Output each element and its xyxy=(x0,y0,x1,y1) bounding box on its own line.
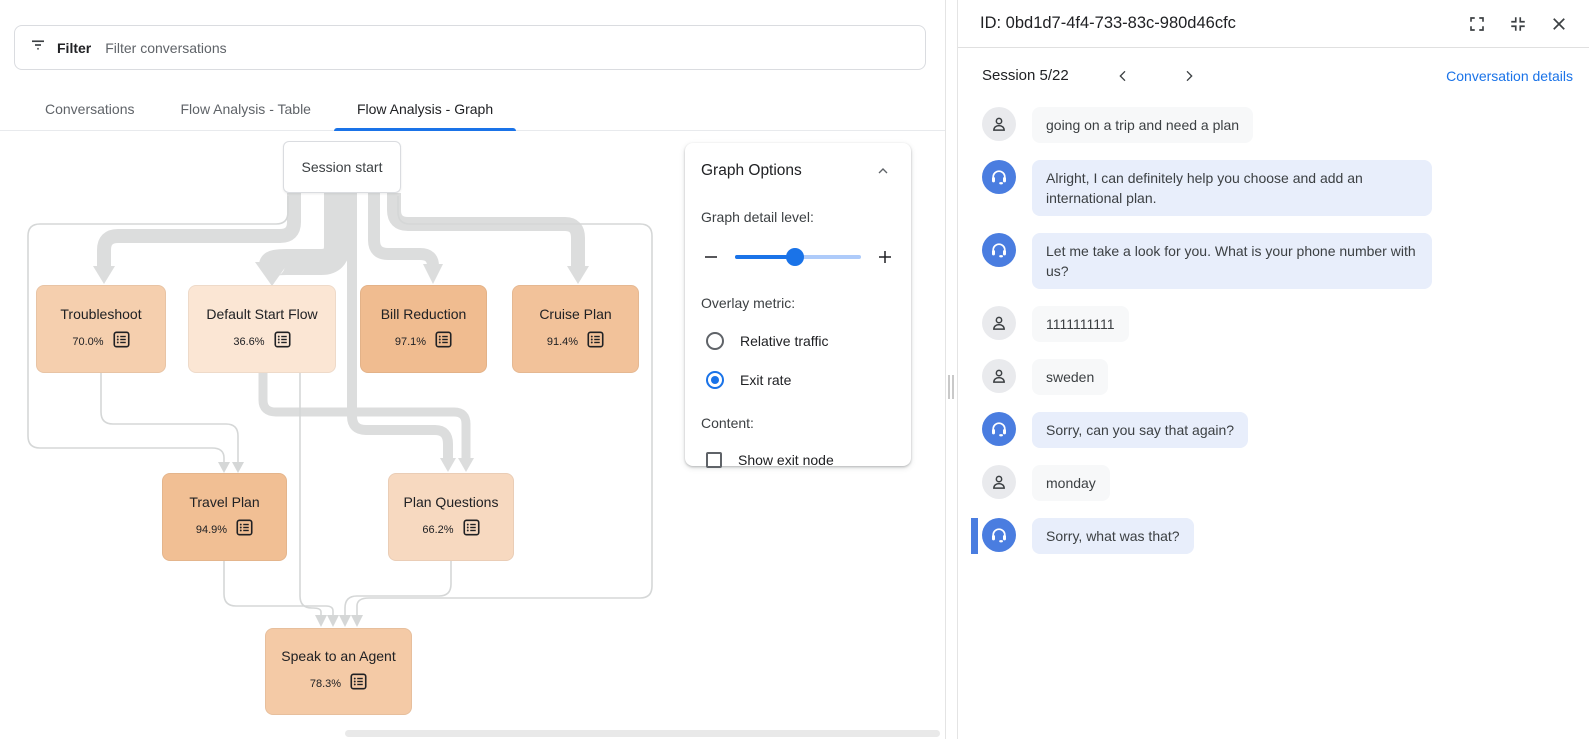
message-bubble[interactable]: monday xyxy=(1032,465,1110,501)
overlay-metric-label: Overlay metric: xyxy=(701,295,796,311)
chat-message: monday xyxy=(982,465,1573,501)
filter-input-placeholder[interactable]: Filter conversations xyxy=(105,39,227,56)
flow-graph-canvas[interactable]: Session start Troubleshoot 70.0% Default… xyxy=(0,131,945,739)
conversation-details-link[interactable]: Conversation details xyxy=(1446,67,1573,84)
slider-thumb[interactable] xyxy=(786,248,805,266)
node-exit-rate: 78.3% xyxy=(309,678,342,690)
flow-graph-edges xyxy=(27,193,653,627)
message-bubble[interactable]: Let me take a look for you. What is your… xyxy=(1032,233,1432,289)
node-label: Bill Reduction xyxy=(380,305,467,322)
chat-message: sweden xyxy=(982,359,1573,395)
chat-message: 1111111111 xyxy=(982,306,1573,342)
detail-panel-header: ID: 0bd1d7-4f4-733-83c-980d46cfc xyxy=(958,0,1589,48)
node-label: Travel Plan xyxy=(189,493,260,510)
user-avatar xyxy=(982,306,1016,340)
node-exit-rate: 36.6% xyxy=(233,335,265,348)
filter-icon xyxy=(29,36,47,59)
horizontal-scrollbar[interactable] xyxy=(345,730,940,737)
chat-message: Sorry, what was that? xyxy=(971,518,1573,554)
message-bubble[interactable]: going on a trip and need a plan xyxy=(1032,107,1254,143)
node-travel-plan[interactable]: Travel Plan 94.9% xyxy=(162,473,287,561)
fullscreen-icon[interactable] xyxy=(1465,12,1489,36)
node-exit-rate: 94.9% xyxy=(195,523,228,536)
agent-avatar xyxy=(982,160,1016,194)
node-exit-rate: 91.4% xyxy=(546,335,579,348)
session-nav-row: Session 5/22 Conversation details xyxy=(958,48,1589,103)
filter-bar[interactable]: Filter Filter conversations xyxy=(14,25,926,70)
chat-message: Alright, I can definitely help you choos… xyxy=(982,160,1573,216)
node-exit-rate: 66.2% xyxy=(422,523,454,536)
tab-flow-analysis-table[interactable]: Flow Analysis - Table xyxy=(180,101,311,117)
message-bubble[interactable]: Sorry, can you say that again? xyxy=(1032,412,1249,448)
radio-relative-traffic[interactable]: Relative traffic xyxy=(706,332,895,350)
user-avatar xyxy=(982,107,1016,141)
agent-avatar xyxy=(982,518,1016,552)
radio-unselected-icon[interactable] xyxy=(706,332,724,350)
conversation-detail-panel: ID: 0bd1d7-4f4-733-83c-980d46cfc Session… xyxy=(957,0,1589,739)
chat-message: Let me take a look for you. What is your… xyxy=(982,233,1573,289)
node-label: Default Start Flow xyxy=(206,305,318,322)
flow-analysis-panel: Filter Filter conversations Conversation… xyxy=(0,0,946,739)
list-alt-icon[interactable] xyxy=(274,330,291,353)
session-counter: Session 5/22 xyxy=(982,67,1069,84)
slider-increase-plus-icon[interactable] xyxy=(875,245,895,269)
close-icon[interactable] xyxy=(1547,12,1571,36)
node-default-start-flow[interactable]: Default Start Flow 36.6% xyxy=(188,285,336,373)
node-plan-questions[interactable]: Plan Questions 66.2% xyxy=(388,473,514,561)
user-avatar xyxy=(982,359,1016,393)
collapse-panel-chevron-up-icon[interactable] xyxy=(871,159,895,183)
panel-resize-handle[interactable] xyxy=(948,375,956,399)
slider-track[interactable] xyxy=(735,248,861,266)
message-bubble[interactable]: Sorry, what was that? xyxy=(1032,518,1194,554)
node-troubleshoot[interactable]: Troubleshoot 70.0% xyxy=(36,285,166,373)
graph-options-panel: Graph Options Graph detail level: Overla… xyxy=(685,143,911,468)
message-bubble[interactable]: sweden xyxy=(1032,359,1109,395)
conversation-id-title: ID: 0bd1d7-4f4-733-83c-980d46cfc xyxy=(980,14,1236,32)
previous-session-chevron-left-icon[interactable] xyxy=(1111,64,1135,88)
node-cruise-plan[interactable]: Cruise Plan 91.4% xyxy=(512,285,639,373)
list-alt-icon[interactable] xyxy=(350,673,367,695)
list-alt-icon[interactable] xyxy=(587,330,604,353)
slider-decrease-minus-icon[interactable] xyxy=(701,245,721,269)
node-bill-reduction[interactable]: Bill Reduction 97.1% xyxy=(360,285,487,373)
radio-exit-rate[interactable]: Exit rate xyxy=(706,371,895,389)
message-bubble[interactable]: 1111111111 xyxy=(1032,306,1129,342)
user-avatar xyxy=(982,465,1016,499)
filter-label: Filter xyxy=(57,39,92,56)
content-label: Content: xyxy=(701,415,754,431)
node-speak-to-an-agent[interactable]: Speak to an Agent 78.3% xyxy=(265,628,412,715)
graph-detail-slider xyxy=(701,245,895,269)
message-bubble[interactable]: Alright, I can definitely help you choos… xyxy=(1032,160,1432,216)
node-label: Plan Questions xyxy=(403,493,499,510)
checkbox-show-exit-node[interactable]: Show exit node xyxy=(706,452,895,468)
tab-conversations[interactable]: Conversations xyxy=(45,101,135,117)
chat-message: going on a trip and need a plan xyxy=(982,107,1573,143)
list-alt-icon[interactable] xyxy=(113,330,130,353)
node-label: Cruise Plan xyxy=(539,305,612,322)
checkbox-label: Show exit node xyxy=(738,452,834,468)
chat-message: Sorry, can you say that again? xyxy=(982,412,1573,448)
node-session-start[interactable]: Session start xyxy=(283,141,401,193)
graph-options-title: Graph Options xyxy=(701,162,802,179)
list-alt-icon[interactable] xyxy=(236,518,253,541)
graph-detail-level-label: Graph detail level: xyxy=(701,209,814,225)
message-list: going on a trip and need a plan Alright,… xyxy=(958,103,1589,554)
node-exit-rate: 70.0% xyxy=(72,335,104,348)
node-label: Troubleshoot xyxy=(60,305,142,322)
fullscreen-exit-icon[interactable] xyxy=(1506,12,1530,36)
radio-selected-icon[interactable] xyxy=(706,371,724,389)
node-exit-rate: 97.1% xyxy=(394,335,427,348)
node-label: Speak to an Agent xyxy=(281,648,396,664)
checkbox-unchecked-icon[interactable] xyxy=(706,452,722,468)
radio-label: Exit rate xyxy=(740,372,792,388)
next-session-chevron-right-icon[interactable] xyxy=(1177,64,1201,88)
tab-bar: Conversations Flow Analysis - Table Flow… xyxy=(0,88,945,131)
list-alt-icon[interactable] xyxy=(435,330,452,353)
tab-flow-analysis-graph[interactable]: Flow Analysis - Graph xyxy=(333,88,517,131)
list-alt-icon[interactable] xyxy=(463,518,480,541)
agent-avatar xyxy=(982,412,1016,446)
agent-avatar xyxy=(982,233,1016,267)
radio-label: Relative traffic xyxy=(740,333,829,349)
slider-fill xyxy=(735,248,805,266)
